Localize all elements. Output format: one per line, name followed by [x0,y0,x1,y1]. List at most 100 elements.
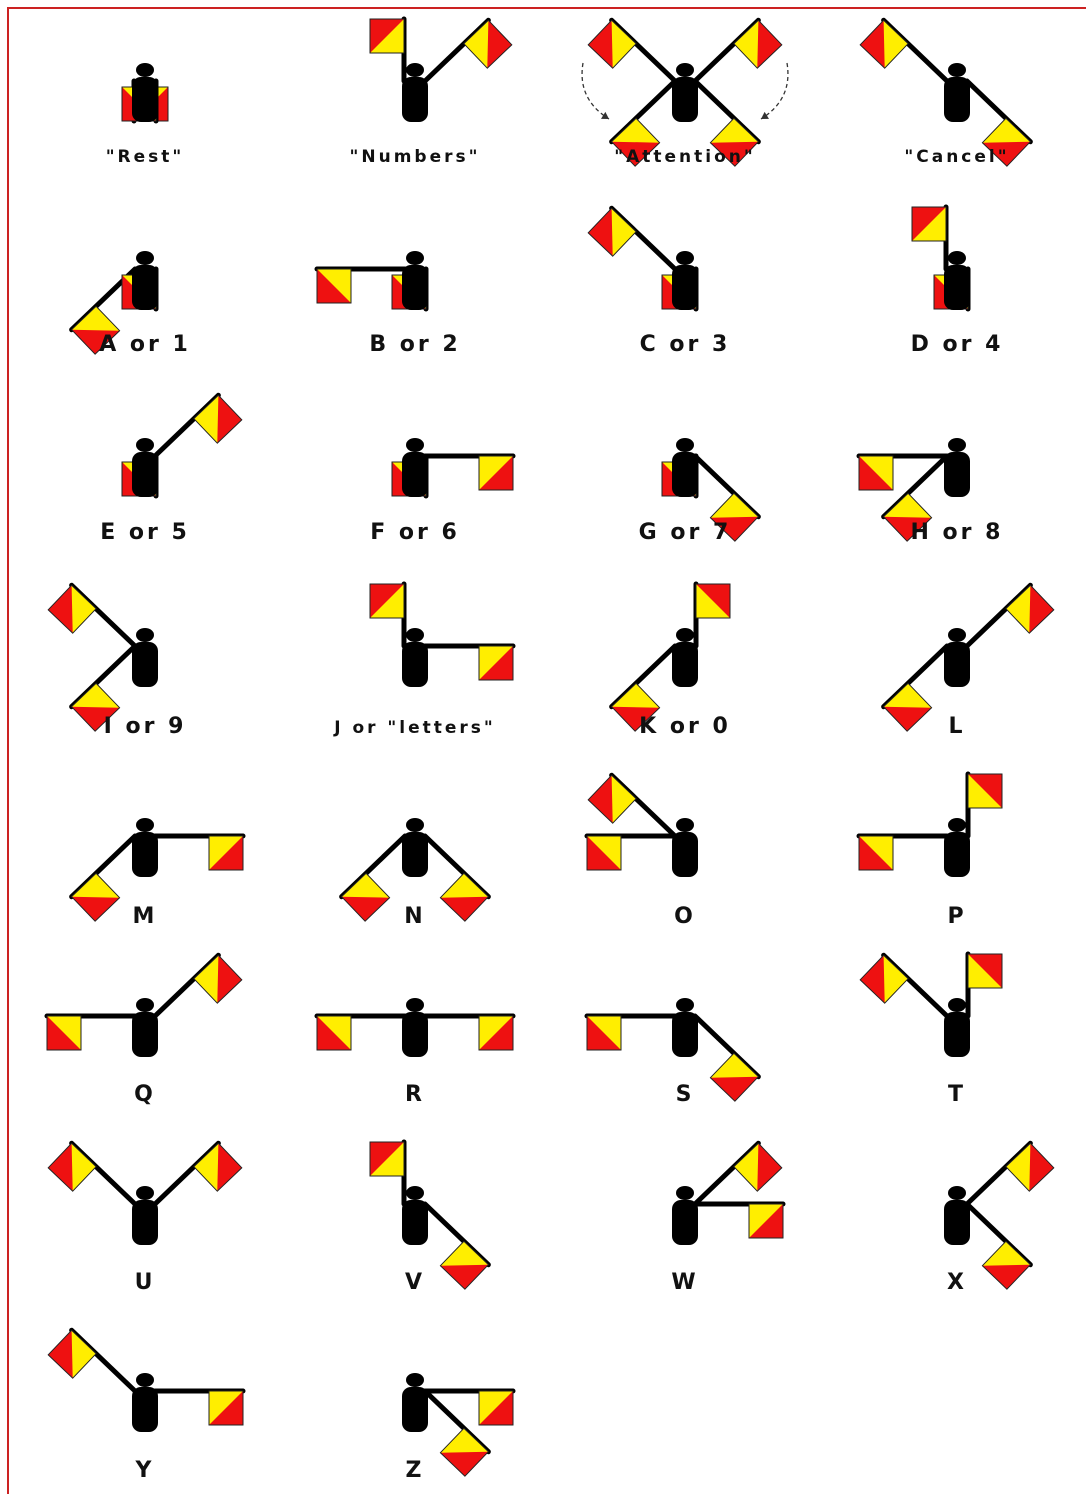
signal-24: T [860,954,1002,1107]
signal-8: D or 4 [911,207,1004,357]
signal-label: H or 8 [910,520,1003,545]
right-arm-flag [440,1428,488,1476]
figure-icon [402,818,428,877]
signal-label: C or 3 [640,332,731,357]
right-motion-arrow [761,63,788,119]
signal-14: J or "letters" [333,584,513,738]
signal-label: F or 6 [370,520,460,545]
left-arm-flag [317,1016,351,1050]
figure-icon [132,998,158,1057]
signal-18: N [342,818,489,929]
signal-label: N [404,904,425,929]
signal-30: Z [402,1373,513,1483]
left-arm-flag [860,955,908,1003]
signal-16: L [884,585,1054,739]
signal-label: A or 1 [99,332,191,357]
signal-10: F or 6 [370,438,513,545]
left-arm-flag [587,836,621,870]
right-arm-flag [479,1016,513,1050]
figure-icon [132,438,158,497]
left-arm-flag [72,873,120,921]
right-arm-flag [194,1143,242,1191]
left-motion-arrow-head [601,112,609,119]
signal-label: I or 9 [104,714,187,739]
right-arm-flag [1006,585,1054,633]
left-arm-flag [370,1142,404,1176]
figure-icon [132,1373,158,1432]
signal-5: A or 1 [72,251,191,357]
figure-icon [402,438,428,497]
signal-label: O [674,904,696,929]
left-arm-flag [1006,1143,1054,1191]
right-arm-flag [968,774,1002,808]
signal-12: H or 8 [859,438,1004,545]
right-arm-flag [588,775,636,823]
right-arm-flag [440,873,488,921]
signal-22: R [317,998,513,1107]
left-arm-flag [479,456,513,490]
right-arm-flag [982,1241,1030,1289]
signal-4: "Cancel" [860,20,1030,167]
left-arm-flag [48,585,96,633]
left-arm-flag [48,1143,96,1191]
left-arm-flag [47,1016,81,1050]
signal-label: W [671,1270,698,1295]
figure-icon [944,1186,970,1245]
signal-29: Y [48,1330,243,1483]
signal-17: M [72,818,243,929]
signal-28: X [944,1143,1054,1295]
left-arm-flag [194,395,242,443]
figure-icon [672,438,698,497]
right-arm-flag [440,1241,488,1289]
right-arm-flag [209,836,243,870]
signal-label: R [405,1082,425,1107]
signal-21: Q [47,955,242,1107]
signal-label: L [948,714,965,739]
signal-label: "Attention" [614,147,756,167]
signal-20: P [859,774,1002,929]
signal-label: U [135,1270,156,1295]
figure-icon [672,1186,698,1245]
left-arm-flag [734,1143,782,1191]
signal-label: P [947,904,966,929]
signal-26: V [370,1142,488,1295]
left-arm-flag [317,269,351,303]
right-arm-flag [209,1391,243,1425]
left-arm-flag [587,1016,621,1050]
left-arm-flag [588,208,636,256]
signal-25: U [48,1143,242,1295]
figure-icon [944,438,970,497]
left-arm-flag [912,207,946,241]
figure-icon [402,998,428,1057]
signal-label: Z [406,1458,425,1483]
signal-7: C or 3 [588,208,730,357]
signal-label: Q [134,1082,156,1107]
signal-11: G or 7 [639,438,759,545]
left-arm-flag [48,1330,96,1378]
signal-label: S [676,1082,695,1107]
right-arm-flag [734,20,782,68]
right-arm-flag [968,954,1002,988]
figure-icon [132,251,158,310]
figure-icon [944,628,970,687]
right-arm-flag [696,584,730,618]
signal-27: W [671,1143,783,1295]
left-arm-flag [342,873,390,921]
left-arm-flag [370,584,404,618]
left-arm-flag [859,836,893,870]
left-arm-flag [884,683,932,731]
right-arm-flag [194,955,242,1003]
left-arm-flag [588,20,636,68]
figure-icon [132,1186,158,1245]
right-arm-flag [479,646,513,680]
figure-icon [672,818,698,877]
signal-19: O [587,775,698,929]
left-arm-flag [479,1391,513,1425]
signal-13: I or 9 [48,585,186,739]
signal-label: G or 7 [639,520,732,545]
figure-icon [672,63,698,122]
signal-15: K or 0 [612,584,731,739]
signal-label: "Rest" [106,147,185,167]
left-arm-flag [859,456,893,490]
